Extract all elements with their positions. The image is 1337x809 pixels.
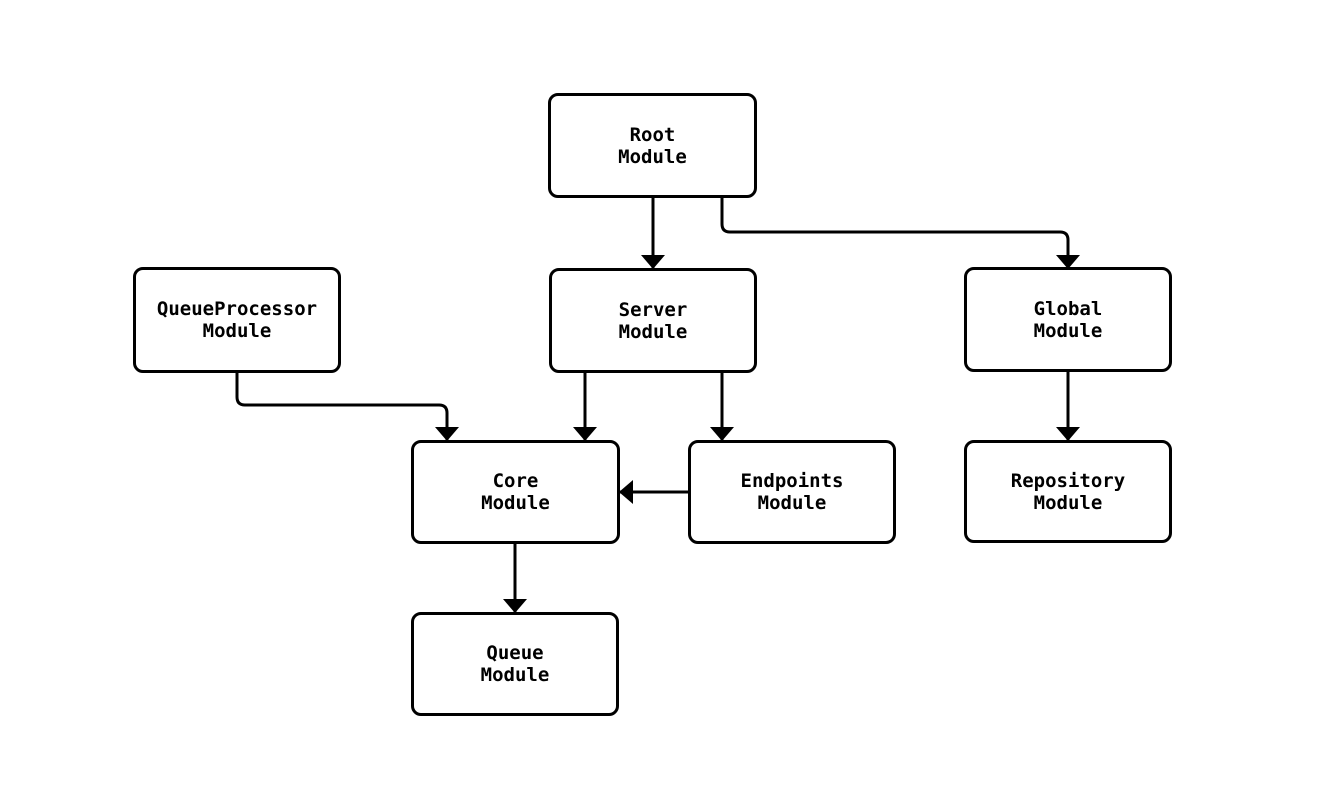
node-label-line: Module [1033, 319, 1103, 342]
node-repository-module: Repository Module [964, 440, 1172, 543]
node-label-line: Endpoints [740, 470, 844, 492]
node-root-module: Root Module [548, 93, 757, 198]
node-global-module: Global Module [964, 267, 1172, 372]
node-label-line: Module [757, 492, 827, 514]
node-endpoints-module: Endpoints Module [688, 440, 896, 544]
edge-queueprocessor-to-core [235, 373, 459, 441]
node-label-line: Queue [486, 642, 544, 664]
node-label-line: Global [1033, 297, 1103, 320]
node-label-line: Repository [1010, 469, 1126, 492]
node-label-line: Module [480, 664, 550, 686]
node-queue-module: Queue Module [411, 612, 619, 716]
node-label-line: Module [618, 145, 687, 168]
node-label-line: Core [492, 470, 539, 492]
node-label-line: Module [618, 320, 688, 343]
node-label-line: Server [618, 298, 688, 321]
edge-root-to-global [720, 198, 1080, 269]
node-label-line: Module [1033, 491, 1103, 514]
node-label-line: Root [629, 123, 676, 146]
node-core-module: Core Module [411, 440, 620, 544]
node-label-line: Module [481, 492, 550, 514]
node-label-line: Module [202, 320, 272, 342]
node-queueprocessor-module: QueueProcessor Module [133, 267, 341, 373]
node-label-line: QueueProcessor [156, 298, 318, 320]
node-server-module: Server Module [549, 268, 757, 373]
